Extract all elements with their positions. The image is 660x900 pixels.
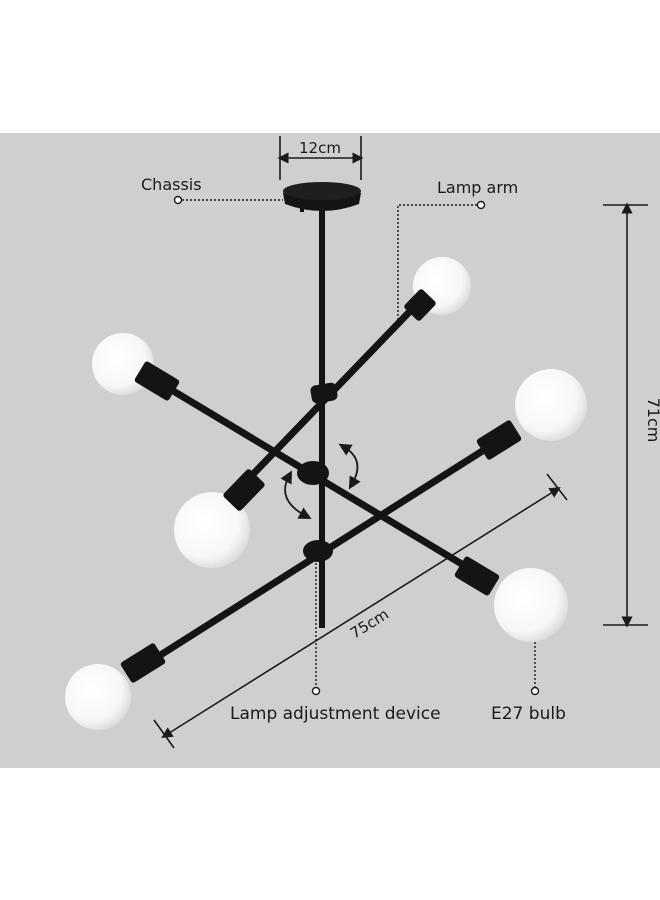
bulb-label: E27 bulb: [491, 704, 566, 724]
socket-1: [404, 289, 436, 321]
chassis-callout-dot: [173, 195, 183, 205]
chassis-screw: [300, 202, 304, 212]
bulb-6: [65, 664, 131, 730]
lamp-arm-callout-dot: [476, 200, 486, 210]
bulb-5: [494, 568, 568, 642]
chassis-label: Chassis: [141, 175, 202, 194]
chassis-width-label: 12cm: [299, 139, 341, 157]
socket-2: [134, 361, 180, 401]
height-dimension: [603, 202, 648, 628]
chassis-top: [283, 182, 361, 200]
adjustment-callout-dot: [311, 686, 321, 696]
chassis-width-dimension: [277, 136, 364, 180]
joint-lower: [303, 540, 333, 562]
height-label: 71cm: [644, 398, 660, 443]
socket-3: [476, 420, 522, 460]
bulb-callout-dot: [530, 686, 540, 696]
diagonal-width-dimension: [153, 473, 568, 749]
bulb-3: [515, 369, 587, 441]
joint-middle: [297, 461, 329, 485]
joint-upper: [310, 382, 338, 404]
socket-6: [120, 643, 166, 683]
lamp-arm-label: Lamp arm: [437, 178, 518, 197]
lamp-arm-callout-line: [397, 204, 477, 322]
adjustment-label: Lamp adjustment device: [230, 704, 441, 724]
